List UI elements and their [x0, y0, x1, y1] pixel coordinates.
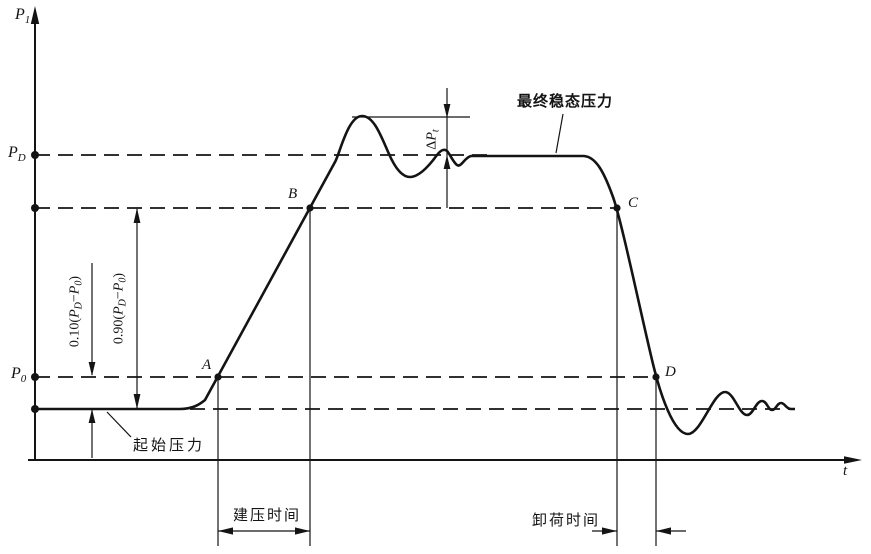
build-time-label: 建压时间 — [233, 508, 302, 524]
unload-dim-right-arrowhead — [656, 527, 671, 535]
point-b-dot — [306, 204, 314, 212]
point-a-label: A — [202, 357, 212, 373]
point-a-dot — [214, 373, 222, 381]
initial-pressure-label: 起始压力 — [133, 438, 206, 454]
build-time-dimension — [218, 527, 310, 535]
x-axis-arrowhead — [844, 456, 862, 464]
pd-tick-label: PD — [8, 144, 26, 164]
p0-axis-dot — [31, 373, 39, 381]
initial-pressure-leader-line — [106, 411, 132, 438]
overshoot-dimension — [352, 88, 470, 208]
y-axis-label: P1 — [15, 6, 31, 26]
point-d-dot — [652, 373, 660, 381]
point-d-label: D — [665, 364, 676, 380]
extension-lines — [217, 210, 657, 546]
final-pressure-leader-line — [555, 113, 564, 154]
dim10-down-arrowhead — [88, 362, 96, 376]
dim-10-percent-label: 0.10(PD−P0) — [67, 275, 85, 348]
unload-time-dimension — [592, 527, 686, 535]
dim-90-percent-label: 0.90(PD−P0) — [111, 272, 129, 345]
dim90-up-arrowhead — [133, 208, 141, 223]
pressure-curve — [35, 114, 795, 436]
ninety-axis-dot — [31, 204, 39, 212]
point-c-dot — [613, 204, 621, 212]
curve-point-dots — [214, 204, 660, 381]
overshoot-label: ΔPt — [424, 129, 442, 150]
unload-time-label: 卸荷时间 — [532, 513, 601, 529]
dim-90-percent — [133, 208, 141, 409]
dim-10-percent — [88, 263, 96, 458]
point-c-label: C — [628, 195, 639, 211]
x-axis — [28, 456, 862, 464]
y-axis-arrowhead — [30, 6, 40, 24]
build-dim-left-arrowhead — [218, 527, 233, 535]
axis-level-dots — [31, 151, 39, 413]
point-b-label: B — [288, 186, 298, 202]
dim90-down-arrowhead — [133, 394, 141, 409]
overshoot-up-arrowhead — [443, 155, 451, 169]
p0-tick-label: P0 — [11, 365, 27, 385]
dim10-up-arrowhead — [88, 409, 96, 423]
pd-axis-dot — [31, 151, 39, 159]
build-dim-right-arrowhead — [295, 527, 310, 535]
y-axis — [30, 6, 40, 460]
x-axis-label: t — [843, 463, 848, 479]
unload-dim-left-arrowhead — [602, 527, 617, 535]
overshoot-down-arrowhead — [443, 104, 451, 118]
final-pressure-label: 最终稳态压力 — [517, 94, 614, 110]
